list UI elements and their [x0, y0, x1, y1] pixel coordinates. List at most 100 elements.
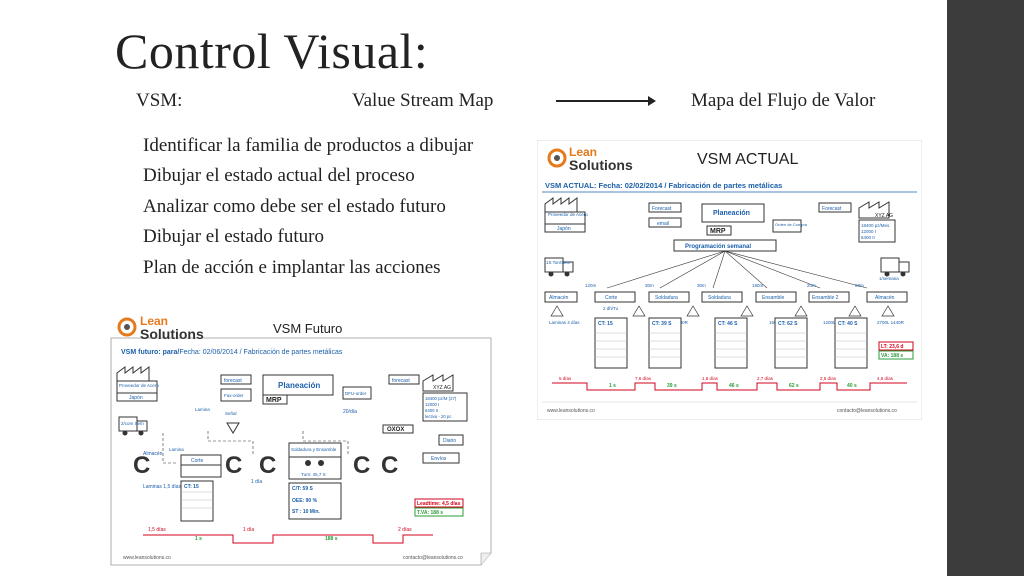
customer-data-2: 12000 I [861, 229, 876, 234]
footer-left-actual: www.leansolutions.co [547, 408, 595, 414]
customer-factory-icon [858, 201, 890, 219]
truck-left-label: 1S Ton/Sem [546, 260, 571, 265]
st-label: ST : 10 Min. [292, 509, 320, 515]
vsm-futuro-subtitle: VSM futuro: para/Fecha: 02/06/2014 / Fab… [121, 349, 343, 356]
customer-data-1: 18400 pz/Mes. [861, 223, 891, 228]
vsm-actual-heading: VSM ACTUAL [697, 151, 798, 168]
truck-left-icon [544, 257, 574, 277]
tl-f-day-2: 1 día [243, 527, 254, 533]
vsm-futuro-heading: VSM Futuro [273, 321, 342, 336]
process-2: Corte [605, 295, 617, 301]
bullet-4: Dibujar el estado futuro [143, 226, 324, 247]
vsm-futuro-image: Lean Solutions VSM Futuro VSM futuro: pa… [103, 313, 497, 576]
arrow-right-icon [648, 96, 656, 106]
oee-label: OEE: 90 % [292, 498, 318, 504]
process-3: Soldadura [655, 295, 678, 301]
logo-lean: Lean [569, 145, 597, 159]
footer-right-futuro: contacto@leansolutions.co [403, 555, 463, 561]
inventory-2: 2 dh/Tu [603, 306, 619, 311]
svg-text:C: C [259, 452, 276, 479]
one-day-label: 1 día [251, 479, 262, 485]
weekly-schedule: Programación semanal [685, 244, 751, 250]
distance-5: 20m [807, 283, 816, 288]
truck-left-icon-futuro [118, 416, 148, 436]
svg-text:C: C [353, 452, 370, 479]
distance-4: 180m [752, 283, 764, 288]
tl-day-1: 5 días [559, 376, 572, 381]
signal-kanban-icon [226, 422, 240, 434]
vsm-actual-image: Lean Solutions VSM ACTUAL VSM ACTUAL: Fe… [537, 140, 922, 420]
ct-3: CT: 46 S [718, 321, 738, 327]
truck-right-label: 1/semana [879, 276, 899, 281]
tl-f-day-3: 2 días [398, 527, 412, 533]
distance-1: 120m [585, 283, 597, 288]
customer-data-3: 6400 II [861, 235, 875, 240]
truck-left-label-futuro: 2/com Sem [121, 421, 144, 426]
ct-corte: CT: 15 [184, 484, 199, 490]
lead-time-futuro: Leadtime: 4,5 días [417, 501, 461, 507]
customer-factory-icon [422, 374, 454, 392]
tl-day-2: 7,6 días [635, 376, 652, 381]
vsm-english: Value Stream Map [352, 90, 494, 111]
operator-icon [305, 460, 324, 466]
vsm-label: VSM: [136, 90, 183, 111]
tl-sec-3: 46 s [729, 383, 739, 389]
customer-data-f3: 6400 II [425, 408, 438, 413]
tl-f-sec-1: 1 s [195, 536, 202, 542]
process-5: Ensamble [762, 295, 784, 301]
distance-3: 30m [697, 283, 706, 288]
ct-soldadura: C/T: 59 S [292, 486, 314, 492]
customer-data-f2: 12000 I [425, 402, 439, 407]
tl-sec-1: 1 s [609, 383, 616, 389]
customer-label: XYZ AG [875, 213, 893, 219]
ct-2: CT: 39 S [652, 321, 672, 327]
forecast-right-futuro: forecast [392, 378, 410, 384]
tl-sec-2: 39 s [667, 383, 677, 389]
tl-f-day-1: 1,5 días [148, 527, 166, 533]
tl-sec-5: 40 s [847, 383, 857, 389]
arrow-line [556, 100, 652, 102]
sidebar [947, 0, 1024, 576]
turn-label: Turn: 45,7 S [301, 472, 326, 477]
supplier-label-futuro: Proveedor de Acero [119, 383, 159, 388]
forecast-left-futuro: forecast [224, 378, 242, 384]
ct-5: CT: 40 S [838, 321, 858, 327]
truck-right-icon [880, 257, 910, 277]
ct-4: CT: 62 S [778, 321, 798, 327]
ct-1: CT: 15 [598, 321, 613, 327]
logo-solutions: Solutions [569, 157, 633, 173]
supplier-city-futuro: Japón [129, 395, 143, 401]
almacen-label: Almacén [143, 451, 163, 457]
daily-label: 20/día [343, 409, 357, 415]
logo-solutions-futuro: Solutions [140, 326, 204, 342]
slide-title: Control Visual: [115, 23, 429, 79]
process-7: Almacén [875, 295, 895, 301]
diario-label: Diario [443, 438, 456, 444]
tl-f-sec-2: 188 s [325, 536, 338, 542]
svg-text:C: C [133, 452, 150, 479]
tl-day-5: 2,5 días [820, 376, 837, 381]
mrp-label-futuro: MRP [266, 397, 282, 404]
dfu-order: DFU-order [345, 391, 367, 396]
purchase-order: Orden de Compra [775, 222, 808, 227]
svg-text:C: C [225, 452, 242, 479]
process-6: Ensamble 2 [812, 295, 839, 301]
process-1: Almacén [549, 295, 569, 301]
inventory-triangles [550, 305, 895, 317]
logo-lean-futuro: Lean [140, 314, 168, 328]
fax-order: Fax-order [224, 393, 244, 398]
bullet-5: Plan de acción e implantar las acciones [143, 257, 441, 278]
tl-day-4: 2,7 días [757, 376, 774, 381]
lean-logo-icon [117, 317, 137, 337]
supplier-factory-icon [544, 197, 586, 225]
tl-day-3: 1,8 días [702, 376, 719, 381]
value-add: VA: 188 s [881, 353, 903, 359]
customer-data-f1: 18400 pz/M (27) [425, 396, 457, 401]
bullet-3: Analizar como debe ser el estado futuro [143, 196, 446, 217]
tl-day-6: 4,6 días [877, 376, 894, 381]
corte-label: Corte [191, 458, 203, 464]
supplier-factory-icon [116, 366, 158, 394]
forecast-left: Forecast [652, 206, 672, 212]
oxox-label: OXOX [387, 427, 404, 433]
planning-label-futuro: Planeación [278, 381, 320, 390]
